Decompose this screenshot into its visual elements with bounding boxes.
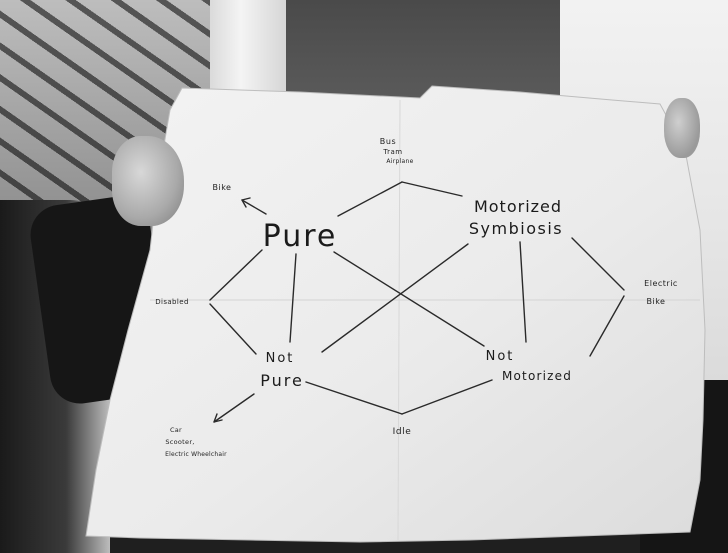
right-hand xyxy=(664,98,700,158)
node-motorized-line1: Motorized xyxy=(474,197,562,216)
node-notmotorized-line1: Not xyxy=(486,349,515,364)
left-hand xyxy=(112,136,184,226)
node-notpure-line2: Pure xyxy=(260,371,304,390)
node-motorized-line2: Symbiosis xyxy=(469,219,563,238)
label-scooter: Scooter, xyxy=(165,438,194,446)
label-disabled: Disabled xyxy=(155,298,189,306)
label-bus: Bus xyxy=(380,137,397,146)
label-bike: Bike xyxy=(213,183,232,192)
label-wheelchair: Electric Wheelchair xyxy=(165,451,227,458)
node-notpure-line1: Not xyxy=(266,351,295,366)
label-ebike: Bike xyxy=(647,297,666,306)
label-car: Car xyxy=(170,426,182,434)
label-electric: Electric xyxy=(644,279,678,288)
label-airplane: Airplane xyxy=(386,158,413,165)
label-idle: Idle xyxy=(393,427,412,437)
node-notmotorized-line2: Motorized xyxy=(502,369,572,383)
label-tram: Tram xyxy=(382,148,402,156)
node-pure: Pure xyxy=(263,219,338,254)
